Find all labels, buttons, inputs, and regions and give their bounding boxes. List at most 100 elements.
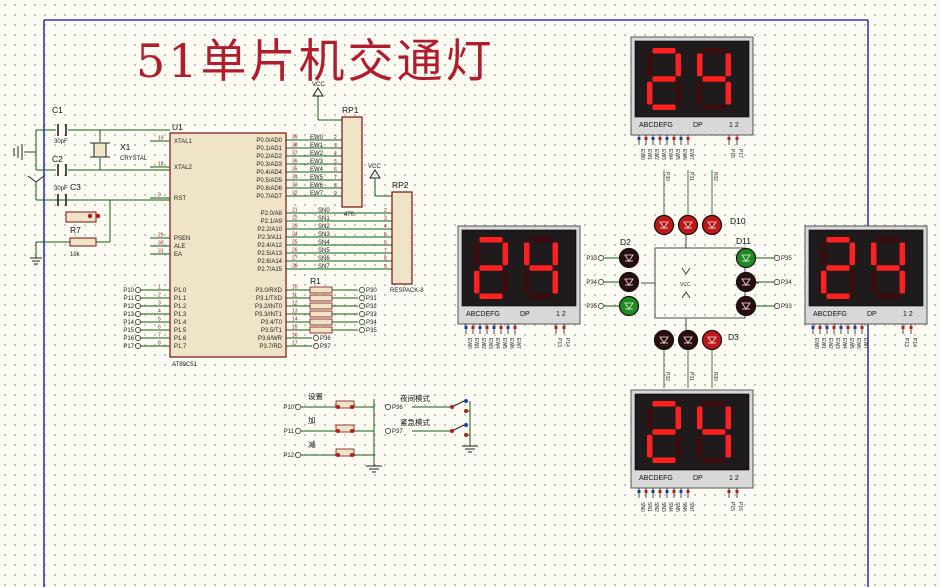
- led-net-label: P34: [774, 279, 792, 286]
- segment-a: [702, 48, 726, 54]
- svg-text:2: 2: [158, 293, 161, 299]
- segment-g: [529, 265, 553, 271]
- led-ref-d3: D3: [728, 332, 739, 342]
- svg-text:P33: P33: [366, 312, 377, 318]
- display-net-label: EW2: [653, 149, 659, 160]
- x1-type: CRYSTAL: [120, 156, 148, 162]
- svg-text:P12: P12: [123, 304, 134, 310]
- push-button[interactable]: P12 减: [283, 439, 374, 459]
- segment-a: [876, 237, 900, 243]
- display-net-label: EW3: [834, 338, 840, 349]
- display-net-label: EW5: [848, 338, 854, 349]
- segment-d: [702, 104, 726, 110]
- p2-net-label: SN6: [318, 256, 330, 262]
- svg-text:34: 34: [292, 175, 298, 181]
- led-net-label: P35: [586, 303, 604, 310]
- segment-b: [725, 53, 731, 77]
- p0-net-label: EW2: [310, 151, 324, 157]
- svg-text:P11: P11: [124, 296, 135, 302]
- segment-b: [502, 242, 508, 266]
- display-digit-net-label: P14: [911, 338, 917, 347]
- button-label: 减: [308, 439, 316, 449]
- svg-text:P1.3: P1.3: [174, 312, 187, 318]
- svg-text:14: 14: [292, 317, 298, 323]
- svg-text:8: 8: [334, 183, 337, 189]
- mcu-left-pin: 8P1.7: [150, 341, 187, 350]
- svg-text:P34: P34: [586, 280, 597, 286]
- button-net-label: P12: [283, 452, 301, 459]
- p2-net-label: SN5: [318, 248, 330, 254]
- switch-label: 夜间模式: [400, 393, 430, 403]
- led-top-net-label: P31: [688, 172, 694, 181]
- segment-e: [821, 270, 827, 294]
- svg-text:27: 27: [292, 256, 298, 262]
- segment-g: [479, 265, 503, 271]
- segment-a: [479, 237, 503, 243]
- display-pin-dp: DP: [693, 475, 703, 482]
- svg-text:12: 12: [292, 301, 298, 307]
- mcu-ref: U1: [172, 122, 183, 132]
- svg-text:31: 31: [158, 249, 164, 255]
- svg-text:13: 13: [292, 309, 298, 315]
- segment-f: [524, 242, 530, 266]
- led-top-net-label: P32: [712, 172, 718, 181]
- button-net-label: P36: [385, 404, 403, 411]
- segment-a: [826, 237, 850, 243]
- traffic-led: [653, 329, 675, 351]
- svg-text:30: 30: [158, 241, 164, 247]
- p0-net-label: EW0: [310, 135, 324, 141]
- display-digit-net-label: P17: [737, 149, 743, 158]
- p1-net-label: P11: [124, 295, 141, 302]
- led-net-label: P34: [586, 279, 604, 286]
- svg-text:P0.6/AD6: P0.6/AD6: [256, 186, 282, 192]
- lights-vcc: VCC: [680, 282, 691, 288]
- svg-text:P1.4: P1.4: [174, 320, 187, 326]
- traffic-led: [618, 247, 640, 269]
- svg-text:21: 21: [292, 208, 298, 214]
- svg-text:36: 36: [292, 159, 298, 165]
- svg-text:24: 24: [292, 232, 298, 238]
- svg-text:P0.5/AD5: P0.5/AD5: [256, 178, 282, 184]
- page-title: 51单片机交通灯: [136, 34, 495, 88]
- display-pin-letters: ABCDEFG: [813, 311, 847, 318]
- svg-text:P37: P37: [392, 429, 403, 435]
- r1-resistor: [309, 318, 333, 326]
- segment-d: [876, 293, 900, 299]
- svg-text:P30: P30: [366, 288, 377, 294]
- display-net-label: EW4: [841, 338, 847, 349]
- svg-text:P32: P32: [366, 304, 377, 310]
- segment-d: [652, 104, 676, 110]
- rp2-ref: RP2: [392, 180, 409, 190]
- r1-resistor: [309, 286, 333, 294]
- resistor-pack-rp1: VCC RP1 470: [312, 82, 363, 218]
- display-net-label: SN5: [674, 502, 680, 512]
- display-digit-net-label: P16: [737, 502, 743, 511]
- svg-text:P17: P17: [123, 344, 134, 350]
- svg-text:P15: P15: [123, 328, 134, 334]
- traffic-led: [618, 295, 640, 317]
- mcu-left-pin: 1P1.0: [150, 285, 187, 294]
- c1-label: C1: [52, 105, 63, 115]
- r1-resistor: [309, 294, 333, 302]
- segment-a: [652, 48, 676, 54]
- svg-text:P10: P10: [123, 288, 134, 294]
- display-net-label: EW3: [660, 149, 666, 160]
- svg-text:9: 9: [158, 193, 161, 199]
- reset-switch-contact: [87, 213, 93, 219]
- svg-text:P36: P36: [392, 405, 403, 411]
- r1-resistor: [309, 302, 333, 310]
- svg-text:XTAL1: XTAL1: [174, 139, 193, 145]
- svg-text:19: 19: [158, 136, 164, 142]
- svg-text:P3.1/TXD: P3.1/TXD: [256, 296, 283, 302]
- mode-switch[interactable]: P36 夜间模式: [385, 393, 470, 413]
- p2-net-label: SN0: [318, 208, 330, 214]
- p0-net-label: EW1: [310, 143, 324, 149]
